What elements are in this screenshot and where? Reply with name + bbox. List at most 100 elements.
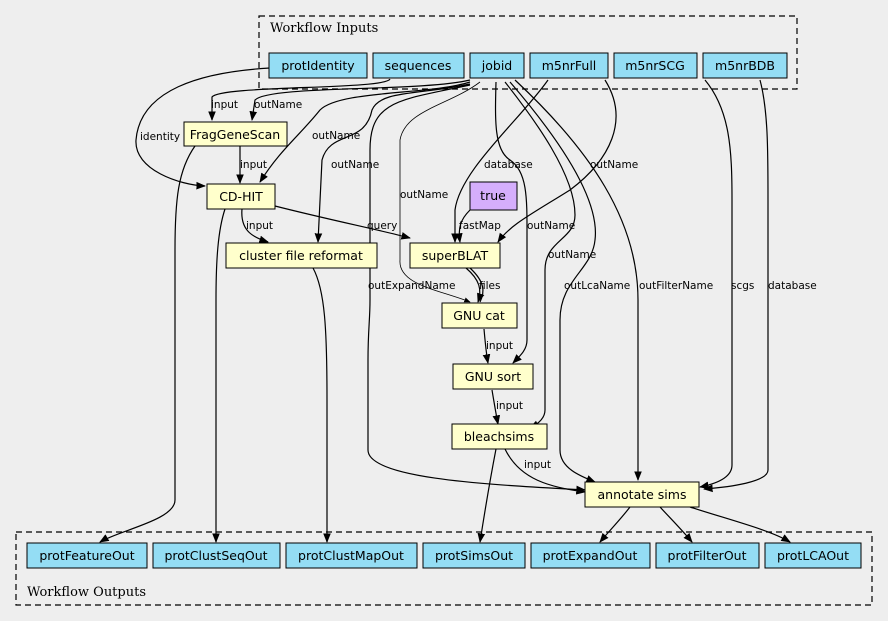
edge-label: database (768, 280, 817, 292)
edge-jobid-cdhit (259, 81, 471, 183)
edge-label: outName (331, 159, 379, 171)
constant-node-true[interactable]: true (469, 181, 518, 211)
workflow-outputs-label: Workflow Outputs (27, 585, 146, 600)
edge-label: identity (140, 131, 180, 143)
node-label: m5nrBDB (715, 58, 775, 73)
step-node-gnu-cat[interactable]: GNU cat (441, 302, 518, 329)
node-label: protClustSeqOut (164, 548, 267, 563)
node-label: protFilterOut (668, 548, 747, 563)
edge-superblat-gnucat (465, 267, 485, 303)
node-label: superBLAT (422, 248, 489, 263)
step-node-fraggenescan[interactable]: FragGeneScan (183, 121, 288, 147)
edge-annot-protexpandout (599, 506, 631, 543)
edge-annot-protlcaout (689, 506, 791, 543)
edge-gnucat-gnusort (482, 328, 491, 364)
edge-jobid-annot-lca (509, 81, 596, 483)
edge-protidentity-cdhit (135, 67, 271, 190)
output-node-protclustseqout[interactable]: protClustSeqOut (152, 542, 281, 569)
edge-cdhit-reformat (241, 208, 269, 244)
node-label: GNU sort (465, 369, 521, 384)
node-label: true (480, 188, 506, 203)
node-label: jobid (481, 58, 512, 73)
node-label: protLCAOut (777, 548, 849, 563)
step-node-superblat[interactable]: superBLAT (409, 242, 501, 269)
edge-label: input (211, 99, 238, 111)
edge-sequences-fraggenescan (208, 78, 391, 121)
edge-gnusort-bleachsims (491, 389, 501, 425)
step-nodes: FragGeneScan CD-HIT cluster file reforma… (183, 121, 700, 508)
output-node-protsimsout[interactable]: protSimsOut (422, 542, 526, 569)
edge-label: database (484, 159, 533, 171)
edge-jobid-annot-expand (367, 84, 586, 494)
node-label: protClustMapOut (298, 548, 404, 563)
step-node-bleachsims[interactable]: bleachsims (451, 423, 548, 450)
edge-label: outName (254, 99, 302, 111)
edge-jobid-bleachsims (504, 81, 576, 429)
edge-label: outLcaName (564, 280, 630, 292)
edge-cdhit-superblat (274, 205, 411, 240)
edge-label: outName (527, 220, 575, 232)
output-node-protfilterout[interactable]: protFilterOut (655, 542, 760, 569)
node-label: m5nrSCG (625, 58, 685, 73)
edge-m5nrscg-annot (699, 79, 733, 490)
edge-reformat-protclustmapout (312, 267, 331, 543)
edge-label: files (479, 280, 500, 292)
input-node-m5nrfull[interactable]: m5nrFull (529, 52, 609, 79)
step-node-cluster-reformat[interactable]: cluster file reformat (225, 242, 378, 269)
edge-label: query (367, 220, 397, 232)
node-label: CD-HIT (219, 189, 263, 204)
node-label: GNU cat (453, 308, 505, 323)
edge-label: input (524, 459, 551, 471)
edge-cdhit-protclustseqout (212, 208, 226, 543)
workflow-outputs-cluster: Workflow Outputs (15, 531, 873, 606)
step-node-cdhit[interactable]: CD-HIT (206, 183, 276, 210)
step-node-gnu-sort[interactable]: GNU sort (452, 363, 534, 390)
input-node-protidentity[interactable]: protIdentity (268, 52, 368, 79)
input-nodes: protIdentity sequences jobid m5nrFull m5… (268, 52, 788, 79)
edge-label: input (246, 220, 273, 232)
edges (99, 67, 791, 543)
edge-labels: input outName identity outName input out… (140, 99, 817, 471)
output-node-protexpandout[interactable]: protExpandOut (530, 542, 651, 569)
edge-label: outExpandName (368, 280, 455, 292)
input-node-m5nrbdb[interactable]: m5nrBDB (702, 52, 788, 79)
edge-true-superblat (454, 209, 471, 243)
edge-label: fastMap (459, 220, 501, 232)
edge-label: scgs (731, 280, 754, 292)
edge-label: input (496, 400, 523, 412)
edge-m5nrfull-superblat-db (451, 79, 549, 243)
node-label: protExpandOut (543, 548, 638, 563)
edge-m5nrbdb-annot (703, 79, 769, 493)
output-node-protlcaout[interactable]: protLCAOut (764, 542, 862, 569)
edge-label: outName (400, 189, 448, 201)
edge-fgs-protfeatureout (99, 145, 196, 543)
workflow-inputs-cluster: Workflow Inputs (258, 15, 798, 90)
edge-label: input (486, 340, 513, 352)
edge-jobid-gnusort (494, 81, 528, 364)
node-label: bleachsims (464, 429, 534, 444)
node-label: annotate sims (598, 487, 687, 502)
edge-jobid-fraggenescan (249, 79, 471, 121)
edge-bleachsims-protsimsout (477, 448, 497, 543)
input-node-jobid[interactable]: jobid (469, 52, 525, 79)
input-node-m5nrscg[interactable]: m5nrSCG (613, 52, 698, 79)
node-label: sequences (385, 58, 452, 73)
edge-label: input (240, 159, 267, 171)
input-node-sequences[interactable]: sequences (372, 52, 465, 79)
node-label: protSimsOut (435, 548, 513, 563)
edge-superblat-gnucat-2 (469, 267, 484, 303)
node-label: m5nrFull (542, 58, 597, 73)
edge-label: outName (590, 159, 638, 171)
edge-label: outFilterName (639, 280, 713, 292)
node-label: protIdentity (281, 58, 355, 73)
output-node-protfeatureout[interactable]: protFeatureOut (26, 542, 148, 569)
edge-jobid-reformat (314, 83, 471, 243)
step-node-annotate-sims[interactable]: annotate sims (584, 481, 700, 508)
edge-label: outName (312, 130, 360, 142)
node-label: protFeatureOut (39, 548, 134, 563)
output-nodes: protFeatureOut protClustSeqOut protClust… (26, 542, 862, 569)
edge-bleachsims-annot (504, 448, 586, 495)
output-node-protclustmapout[interactable]: protClustMapOut (285, 542, 418, 569)
